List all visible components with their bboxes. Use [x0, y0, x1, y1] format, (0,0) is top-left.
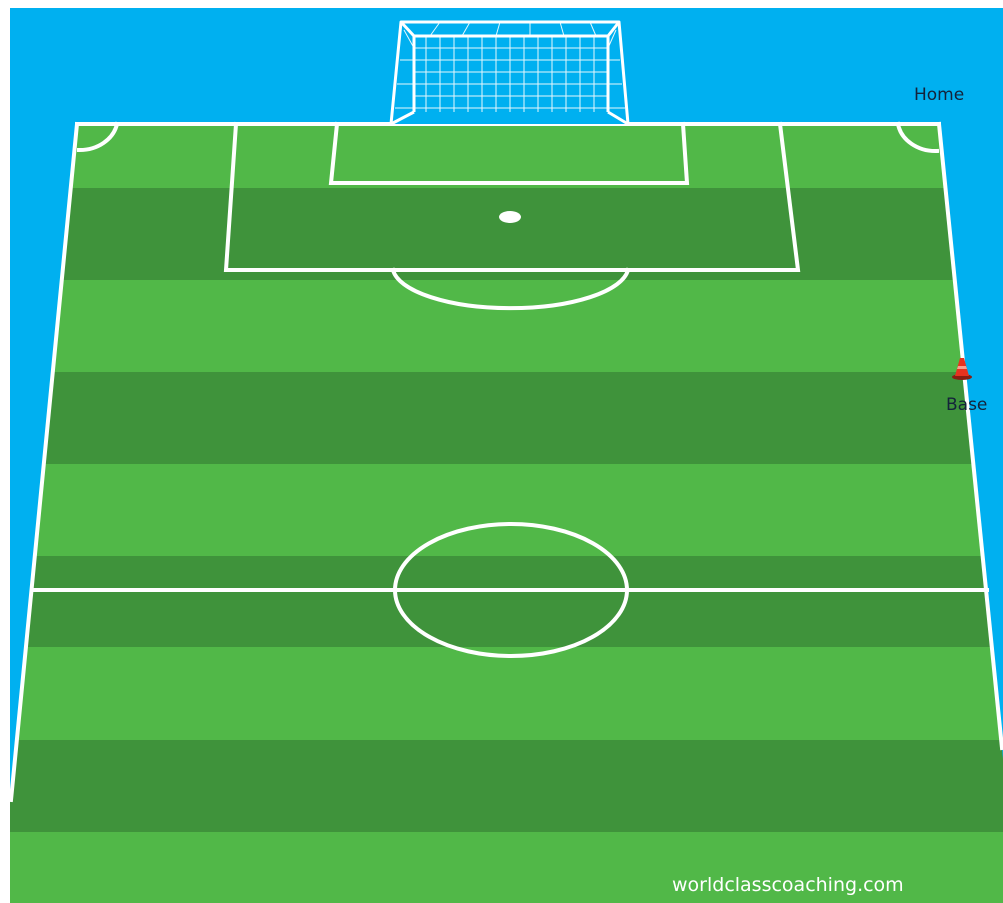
watermark: worldclasscoaching.com [672, 874, 904, 896]
grass-stripe [0, 740, 1003, 832]
grass-field [0, 120, 1003, 903]
penalty-spot [499, 211, 521, 223]
grass-stripe [0, 556, 1003, 647]
grass-stripe [0, 188, 1003, 280]
goal-net-icon [391, 22, 628, 124]
base-label: Base [946, 395, 987, 415]
grass-stripe [0, 372, 1003, 464]
home-label: Home [914, 85, 964, 105]
